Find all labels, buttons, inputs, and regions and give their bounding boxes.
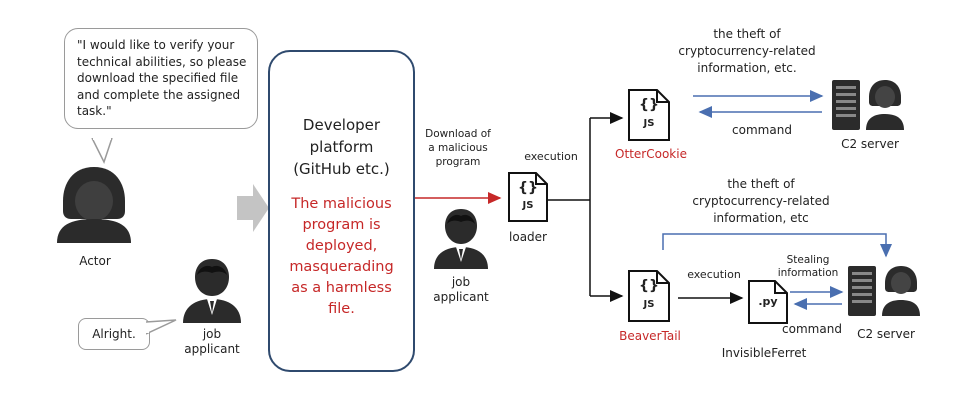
ottercookie-label: OtterCookie — [615, 147, 687, 161]
job-applicant-mid-label: job applicant — [433, 275, 489, 304]
loader-brace: {} — [518, 180, 538, 196]
execution-label-2: execution — [687, 268, 741, 281]
ottercookie-file-icon — [628, 89, 670, 141]
beavertail-label: BeaverTail — [619, 329, 681, 343]
beavertail-file-icon — [628, 270, 670, 322]
loader-label: loader — [509, 230, 547, 244]
theft-arrow-bottom — [662, 233, 892, 258]
actor-speech-text: "I would like to verify your technical a… — [77, 38, 247, 118]
c2-server-icon-bottom — [848, 266, 920, 316]
bubble-tail — [91, 138, 113, 164]
theft-bottom-label: the theft of cryptocurrency-related info… — [692, 177, 830, 225]
developer-platform-box: Developer platform (GitHub etc.) The mal… — [268, 50, 415, 372]
command-top-label: command — [732, 123, 792, 137]
job-applicant-icon-left — [183, 259, 241, 323]
actor-speech-bubble: "I would like to verify your technical a… — [64, 28, 258, 129]
command-bottom-label: command — [782, 322, 842, 336]
c2-server-icon-top — [832, 80, 904, 130]
beavertail-brace: {} — [639, 278, 659, 294]
platform-title: Developer platform (GitHub etc.) — [293, 116, 390, 178]
c2-bottom-label: C2 server — [857, 327, 915, 341]
ottercookie-ext: JS — [643, 118, 655, 129]
loader-file-icon — [508, 172, 548, 222]
hacker-icon — [57, 167, 131, 243]
reply-bubble: Alright. — [78, 318, 150, 350]
actor-label: Actor — [79, 254, 111, 268]
ottercookie-brace: {} — [639, 97, 659, 113]
reply-text: Alright. — [92, 327, 136, 341]
theft-top-label: the theft of cryptocurrency-related info… — [678, 27, 816, 75]
stealing-label: Stealing information — [777, 254, 839, 279]
loader-ext: JS — [522, 200, 534, 211]
invisibleferret-file-icon — [748, 280, 788, 324]
execution-label-1: execution — [524, 150, 578, 163]
download-label: Download of a malicious program — [425, 128, 491, 168]
platform-malicious-text: The malicious program is deployed, masqu… — [289, 196, 394, 317]
job-applicant-icon-mid — [434, 209, 488, 269]
c2-top-label: C2 server — [841, 137, 899, 151]
invisibleferret-label: InvisibleFerret — [721, 346, 807, 360]
job-applicant-left-label: job applicant — [184, 327, 240, 356]
reply-bubble-tail — [146, 319, 177, 335]
block-arrow — [237, 184, 269, 232]
beavertail-ext: JS — [643, 299, 655, 310]
invisibleferret-ext: .py — [758, 295, 778, 308]
